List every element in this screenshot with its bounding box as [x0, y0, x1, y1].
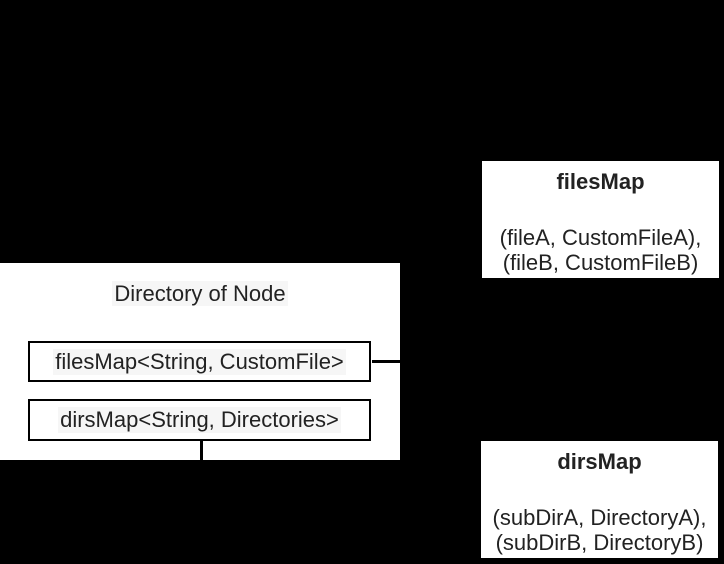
- files-map-field: filesMap<String, CustomFile>: [28, 341, 371, 382]
- files-map-entry: (fileB, CustomFileB): [502, 250, 699, 275]
- dirs-map-entry: (subDirB, DirectoryB): [495, 530, 704, 555]
- directory-node-box: Directory of Node filesMap<String, Custo…: [0, 263, 400, 460]
- spacer: [481, 475, 718, 505]
- files-map-connector-line: [372, 360, 400, 363]
- directory-node-title: Directory of Node: [0, 281, 400, 307]
- dirs-map-entry: (subDirA, DirectoryA),: [492, 505, 707, 530]
- files-map-entry: (fileA, CustomFileA),: [499, 225, 702, 250]
- dirs-map-connector-line: [200, 441, 203, 460]
- spacer: [482, 195, 719, 225]
- files-map-box: filesMap (fileA, CustomFileA), (fileB, C…: [482, 161, 719, 278]
- files-map-field-label: filesMap<String, CustomFile>: [53, 348, 346, 375]
- dirs-map-field-label: dirsMap<String, Directories>: [58, 407, 341, 433]
- dirs-map-box-title: dirsMap: [557, 449, 642, 474]
- files-map-box-title: filesMap: [556, 169, 645, 194]
- directory-node-title-text: Directory of Node: [112, 281, 288, 306]
- dirs-map-box: dirsMap (subDirA, DirectoryA), (subDirB,…: [481, 441, 718, 558]
- dirs-map-field: dirsMap<String, Directories>: [28, 399, 371, 441]
